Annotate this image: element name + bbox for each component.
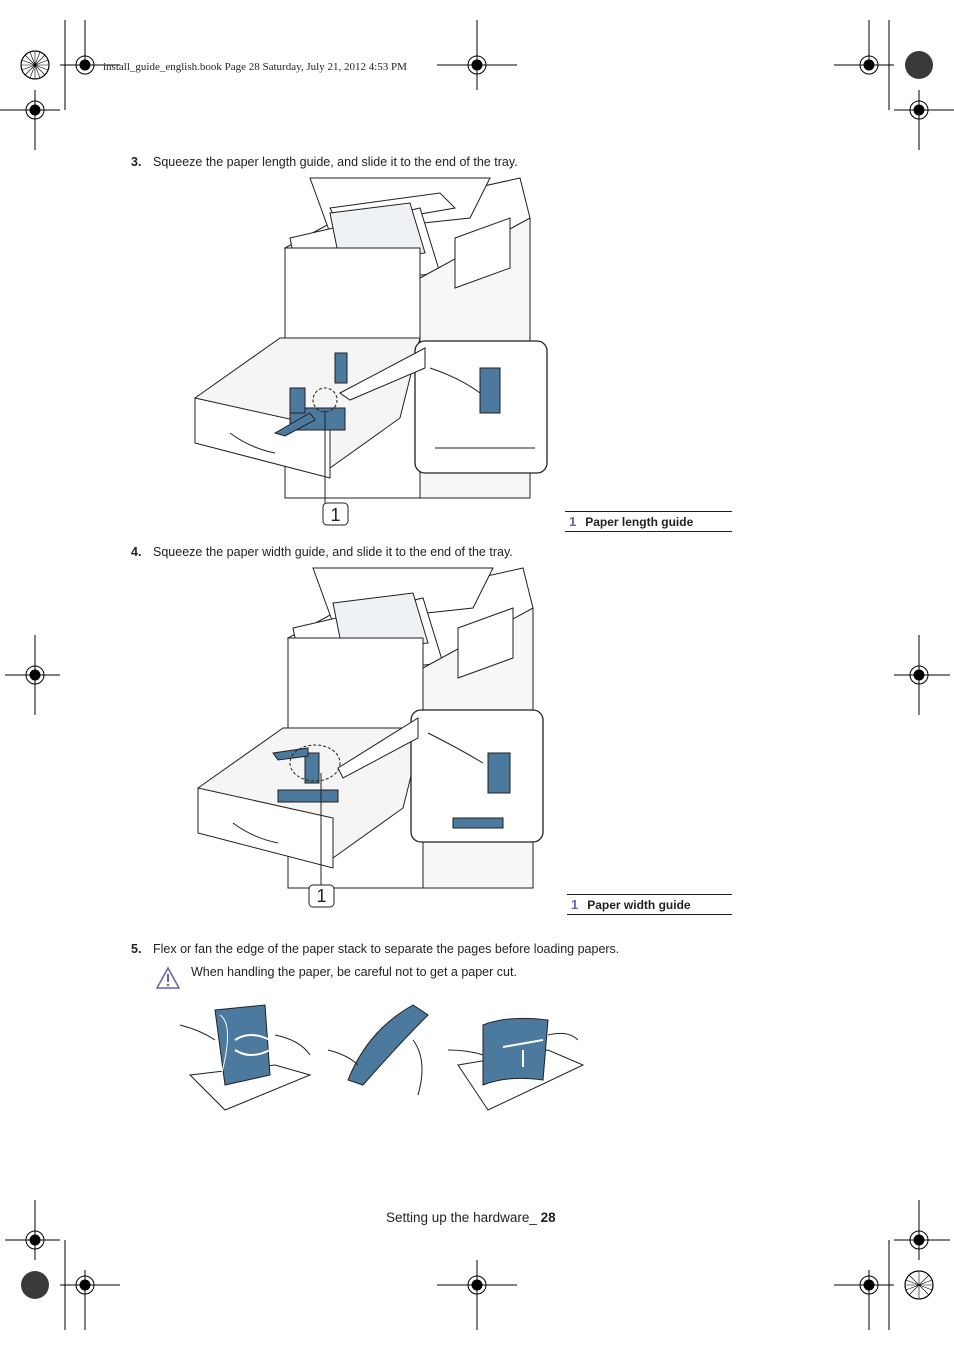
figure1-caption: 1 Paper length guide bbox=[565, 511, 732, 532]
printer-tray-width-guide-illustration bbox=[197, 567, 544, 908]
step-text: Flex or fan the edge of the paper stack … bbox=[153, 942, 620, 956]
step-text: Squeeze the paper length guide, and slid… bbox=[153, 155, 518, 169]
callout-number: 1 bbox=[316, 886, 327, 906]
caption-text: Paper length guide bbox=[585, 514, 694, 529]
step-number: 5. bbox=[131, 942, 142, 956]
color-patch-bottom-left bbox=[21, 1271, 49, 1299]
page-number: 28 bbox=[540, 1210, 556, 1225]
registration-mark-top-left bbox=[20, 50, 50, 80]
step-text: Squeeze the paper width guide, and slide… bbox=[153, 545, 513, 559]
flex-paper-stack-illustration bbox=[179, 1004, 312, 1111]
bend-paper-stack-illustration bbox=[327, 1004, 429, 1096]
page-footer: Setting up the hardware_ 28 bbox=[386, 1210, 556, 1225]
step-number: 4. bbox=[131, 545, 142, 559]
caption-text: Paper width guide bbox=[587, 897, 691, 912]
step-number: 3. bbox=[131, 155, 142, 169]
step-4: 4. Squeeze the paper width guide, and sli… bbox=[131, 545, 513, 559]
warning-triangle-icon bbox=[155, 966, 181, 989]
caption-number: 1 bbox=[569, 514, 577, 529]
book-info-line: install_guide_english.book Page 28 Satur… bbox=[103, 61, 407, 73]
fan-paper-stack-illustration bbox=[447, 1017, 585, 1111]
color-patch-top-right bbox=[905, 51, 933, 79]
caution-text: When handling the paper, be careful not … bbox=[191, 965, 517, 979]
step-5: 5. Flex or fan the edge of the paper stac… bbox=[131, 942, 619, 956]
callout-number: 1 bbox=[330, 505, 341, 525]
caption-number: 1 bbox=[571, 897, 579, 912]
step-3: 3. Squeeze the paper length guide, and sl… bbox=[131, 155, 518, 169]
figure2-caption: 1 Paper width guide bbox=[567, 894, 732, 915]
printer-tray-length-guide-illustration bbox=[194, 177, 548, 526]
footer-section: Setting up the hardware_ bbox=[386, 1210, 541, 1225]
